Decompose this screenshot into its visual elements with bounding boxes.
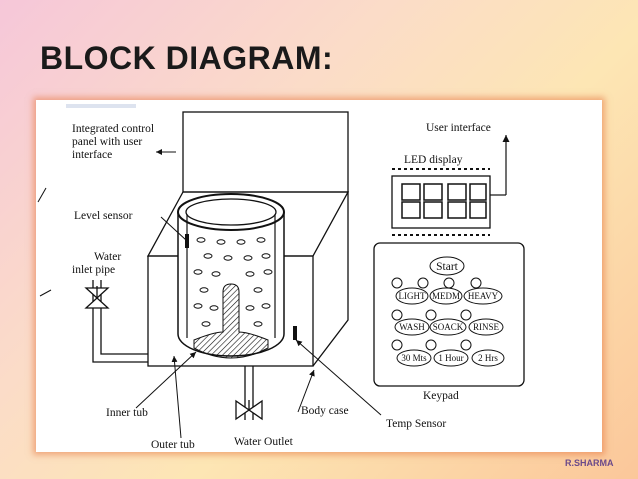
label-user-interface: User interface — [426, 122, 491, 134]
key-30-mins: 30 Mts — [401, 353, 427, 363]
label-water-outlet: Water Outlet — [234, 436, 294, 448]
key-medium: MEDM — [432, 291, 460, 301]
key-wash: WASH — [399, 322, 425, 332]
tub-perforations — [193, 237, 273, 327]
label-control-panel-1: Integrated control — [72, 123, 154, 135]
key-rinse: RINSE — [473, 322, 500, 332]
keypad: Start LIGHT MEDM HEAVY WASH SOACK RINSE … — [373, 242, 525, 387]
label-level-sensor: Level sensor — [74, 210, 133, 222]
diagram-svg: Start LIGHT MEDM HEAVY WASH SOACK RINSE … — [37, 104, 525, 451]
slide-title: BLOCK DIAGRAM: — [40, 40, 334, 76]
label-water-inlet-1: Water — [94, 251, 121, 263]
faded-mark — [66, 104, 136, 108]
key-start: Start — [436, 261, 459, 273]
water-outlet — [235, 366, 263, 421]
agitator — [193, 283, 269, 359]
control-panel — [182, 111, 349, 193]
key-soak: SOACK — [433, 322, 464, 332]
block-diagram: Start LIGHT MEDM HEAVY WASH SOACK RINSE … — [36, 100, 602, 452]
label-inner-tub: Inner tub — [106, 407, 148, 419]
tub-assembly — [177, 193, 297, 359]
label-water-inlet-2: inlet pipe — [72, 264, 115, 276]
label-body-case: Body case — [301, 405, 349, 417]
led-display — [391, 168, 491, 236]
label-outer-tub: Outer tub — [151, 439, 195, 451]
label-temp-sensor: Temp Sensor — [386, 418, 446, 430]
start-key-outline — [429, 256, 465, 276]
key-light: LIGHT — [399, 291, 426, 301]
key-heavy: HEAVY — [468, 291, 499, 301]
key-1-hour: 1 Hour — [438, 353, 463, 363]
label-control-panel-3: interface — [72, 149, 112, 161]
temp-sensor-marker — [293, 326, 297, 340]
key-2-hrs: 2 Hrs — [478, 353, 498, 363]
label-keypad: Keypad — [423, 390, 459, 402]
water-inlet-pipe — [84, 280, 148, 363]
author-credit: R.SHARMA — [565, 458, 614, 468]
label-led-display: LED display — [404, 154, 463, 166]
label-control-panel-2: panel with user — [72, 136, 142, 148]
level-sensor-marker — [185, 234, 189, 248]
